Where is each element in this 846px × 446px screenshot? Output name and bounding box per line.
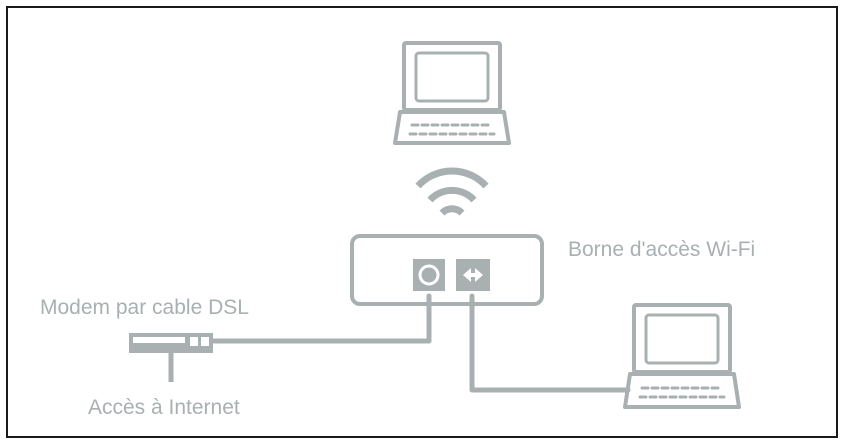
lan-cable xyxy=(469,293,631,393)
lan-port-icon xyxy=(456,259,490,291)
wan-port-icon xyxy=(413,259,445,291)
laptop-icon-bottom xyxy=(623,303,741,409)
internet-label: Accès à Internet xyxy=(88,396,240,419)
wifi-signal-icon xyxy=(415,167,489,216)
laptop-icon-top xyxy=(393,41,511,145)
base-station-label: Borne d'accès Wi-Fi xyxy=(568,238,756,261)
wan-cable xyxy=(211,293,432,344)
modem-icon xyxy=(129,333,213,353)
base-station-icon xyxy=(350,234,544,306)
modem-label: Modem par cable DSL xyxy=(40,296,249,319)
diagram-frame xyxy=(6,6,838,438)
